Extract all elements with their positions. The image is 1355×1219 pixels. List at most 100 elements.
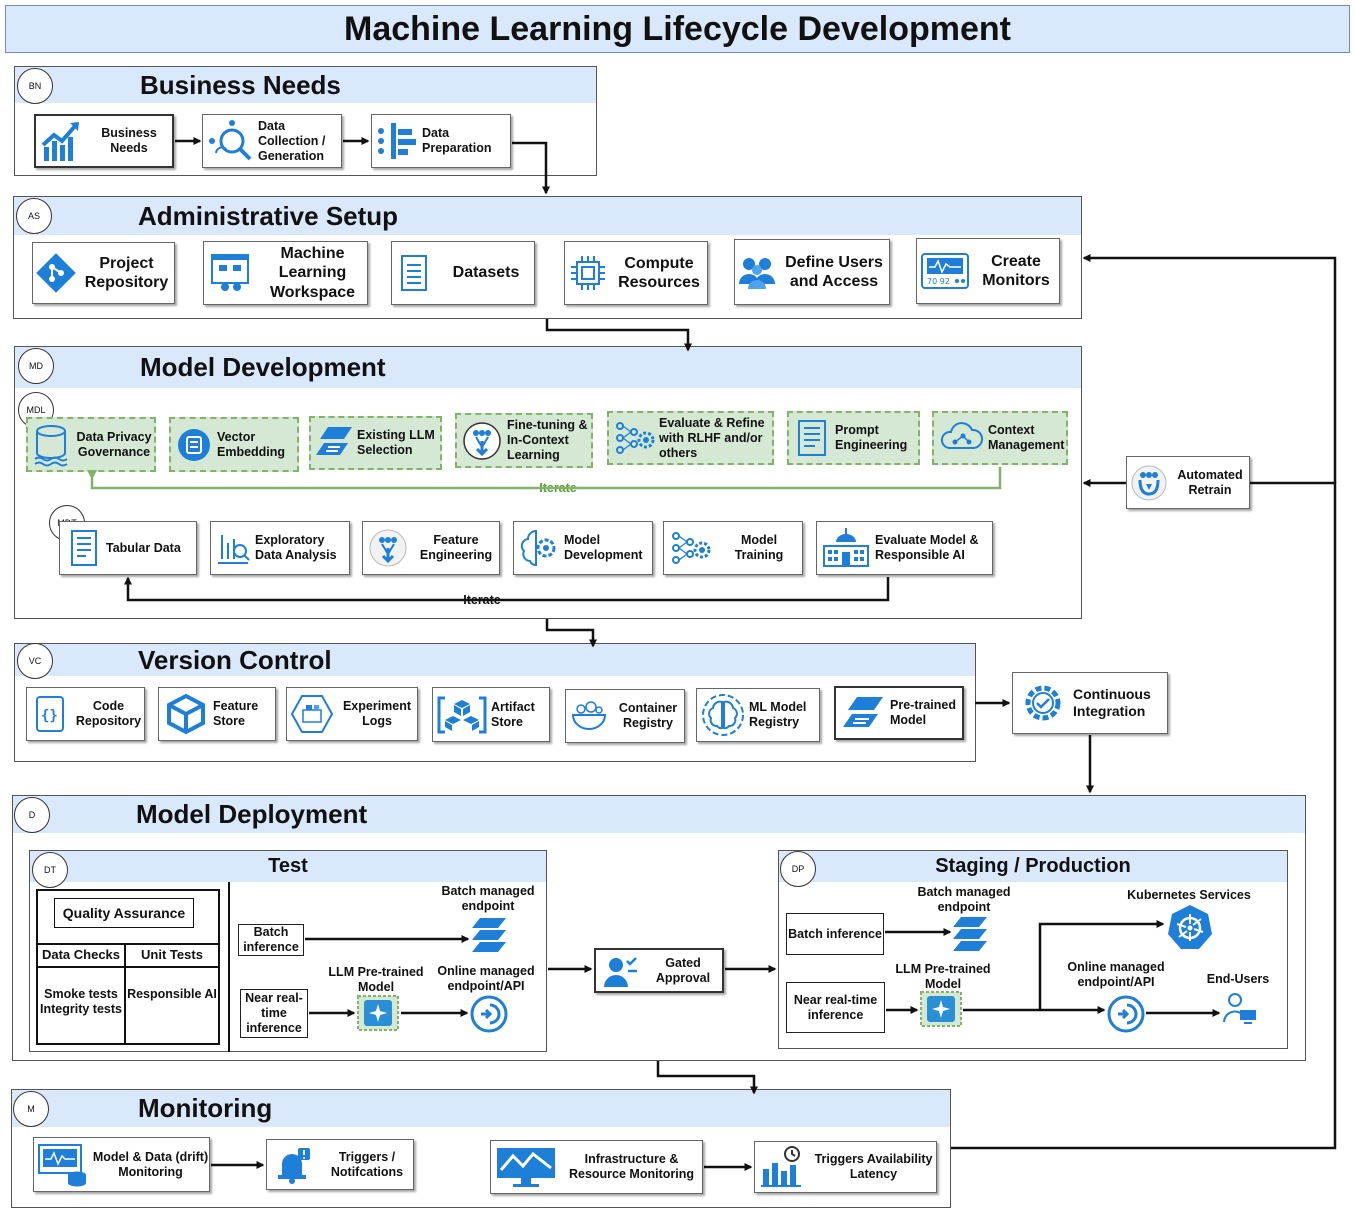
cpu-chip-icon (565, 254, 611, 292)
workspace-icon (204, 251, 258, 295)
card-label: Evaluate Model & Responsible AI (875, 533, 979, 562)
card-label: Data Collection / Generation (258, 118, 326, 163)
section-code-badge: D (14, 797, 50, 833)
data-preparation-icon (372, 119, 422, 163)
section-title: Model Deployment (13, 796, 1305, 833)
evaluate-rlhf-card[interactable]: Evaluate & Refine with RLHF and/or other… (607, 411, 774, 465)
section-code-badge: BN (17, 68, 53, 104)
define-users-card[interactable]: Define Users and Access (734, 239, 890, 305)
model-training-card[interactable]: Model Training (663, 521, 803, 575)
fine-tuning-card[interactable]: Fine-tuning & In-Context Learning (455, 413, 593, 468)
cube-icon (159, 693, 213, 735)
prompt-engineering-card[interactable]: Prompt Engineering (787, 411, 920, 465)
evaluate-model-card[interactable]: Evaluate Model & Responsible AI (816, 521, 993, 575)
card-label: Data Privacy Governance (76, 429, 152, 459)
infrastructure-monitoring-card[interactable]: Infrastructure & Resource Monitoring (490, 1140, 703, 1194)
datasets-card[interactable]: Datasets (391, 241, 535, 305)
project-repository-card[interactable]: Project Repository (32, 242, 175, 304)
section-code-badge: MD (18, 348, 54, 384)
institution-icon (817, 526, 875, 570)
card-label: Create Monitors (982, 252, 1050, 289)
data-collection-card[interactable]: Data Collection / Generation (202, 114, 342, 168)
subsection-code-badge: DP (780, 851, 816, 887)
svg-text:{}: {} (41, 708, 58, 724)
test-llm-icon (357, 995, 399, 1031)
user-check-icon (596, 953, 644, 989)
end-user-icon (1222, 990, 1258, 1026)
existing-llm-card[interactable]: Existing LLM Selection (309, 416, 442, 470)
card-label: Pre-trained Model (890, 698, 956, 727)
llm-model-icon (311, 425, 357, 461)
triggers-notifications-card[interactable]: Triggers / Notifcations (266, 1139, 414, 1190)
feature-engineering-card[interactable]: Feature Engineering (362, 521, 500, 575)
card-label: Model & Data (drift) Monitoring (92, 1149, 209, 1179)
kubernetes-icon (1166, 903, 1214, 951)
section-title: Version Control (15, 644, 975, 676)
code-file-icon: {} (27, 694, 73, 734)
code-repository-card[interactable]: {} Code Repository (26, 687, 145, 741)
staging-batch-inference: Batch inference (786, 913, 884, 955)
section-code-badge: M (13, 1091, 49, 1127)
artifact-store-card[interactable]: Artifact Store (432, 687, 550, 742)
card-label: Continuous Integration (1073, 686, 1151, 719)
drift-monitoring-card[interactable]: Model & Data (drift) Monitoring (33, 1137, 210, 1192)
container-registry-card[interactable]: Container Registry (565, 689, 685, 743)
iterate-llm-label: Iterate (528, 481, 588, 496)
online-endpoint-icon (1107, 995, 1145, 1033)
create-monitors-card[interactable]: 70 92 Create Monitors (916, 238, 1060, 304)
brain-gear-icon (514, 527, 564, 569)
card-label: Prompt Engineering (835, 423, 908, 452)
card-label: Evaluate & Refine with RLHF and/or other… (659, 415, 765, 460)
latency-chart-icon (755, 1145, 811, 1189)
card-label: Triggers / Notifcations (330, 1149, 404, 1179)
card-label: Define Users and Access (785, 253, 883, 290)
growth-chart-icon (36, 119, 86, 163)
artifact-boxes-icon (433, 694, 491, 736)
card-label: Exploratory Data Analysis (255, 533, 337, 562)
card-label: Infrastructure & Resource Monitoring (568, 1152, 694, 1181)
card-label: Vector Embedding (217, 429, 286, 459)
unit-tests-label: Unit Tests (141, 947, 203, 962)
card-label: Feature Engineering (419, 533, 493, 562)
experiment-logs-card[interactable]: Experiment Logs (286, 687, 418, 741)
data-privacy-card[interactable]: Data Privacy Governance (26, 417, 156, 472)
qa-divider-h2 (36, 966, 220, 968)
card-label: Feature Store (213, 699, 259, 728)
vector-embedding-card[interactable]: Vector Embedding (169, 417, 299, 472)
monitor-dashboard-icon: 70 92 (917, 252, 973, 290)
data-preparation-card[interactable]: Data Preparation (371, 114, 511, 168)
compute-resources-card[interactable]: Compute Resources (564, 241, 708, 305)
test-llm-label: LLM Pre-trained Model (328, 965, 424, 994)
staging-llm-label: LLM Pre-trained Model (895, 962, 991, 991)
ml-model-registry-card[interactable]: ML Model Registry (696, 688, 820, 742)
card-label: Code Repository (75, 699, 142, 728)
gated-approval-card[interactable]: Gated Approval (594, 948, 724, 993)
retrain-model-icon (1127, 464, 1171, 502)
card-label: Artifact Store (491, 699, 535, 729)
analysis-chart-icon (211, 529, 255, 567)
business-needs-card[interactable]: Business Needs (34, 114, 174, 168)
continuous-integration-card[interactable]: Continuous Integration (1012, 672, 1168, 734)
notification-bell-icon (267, 1146, 321, 1184)
data-checks-label: Data Checks (41, 947, 121, 962)
context-management-card[interactable]: Context Management (932, 411, 1068, 465)
card-label: Compute Resources (618, 254, 700, 291)
card-label: Existing LLM Selection (357, 428, 435, 457)
fine-tuning-icon (457, 421, 507, 461)
triggers-availability-card[interactable]: Triggers Availability Latency (754, 1141, 937, 1193)
online-endpoint-icon (470, 995, 508, 1033)
pretrained-model-card[interactable]: Pre-trained Model (834, 686, 964, 740)
card-label: Model Development (564, 533, 643, 562)
tabular-data-card[interactable]: Tabular Data (59, 521, 197, 575)
feature-store-card[interactable]: Feature Store (158, 687, 276, 741)
section-title: Model Development (15, 347, 1081, 388)
datasets-icon (392, 253, 438, 293)
automated-retrain-card[interactable]: Automated Retrain (1126, 456, 1250, 509)
staging-batch-endpoint-label: Batch managed endpoint (917, 885, 1011, 914)
model-development-card[interactable]: Model Development (513, 521, 653, 575)
section-title: Business Needs (15, 67, 596, 103)
ml-workspace-card[interactable]: Machine Learning Workspace (203, 241, 368, 305)
section-administrative-setup: Administrative Setup (13, 196, 1082, 319)
eda-card[interactable]: Exploratory Data Analysis (210, 521, 350, 575)
qa-title: Quality Assurance (54, 898, 194, 928)
